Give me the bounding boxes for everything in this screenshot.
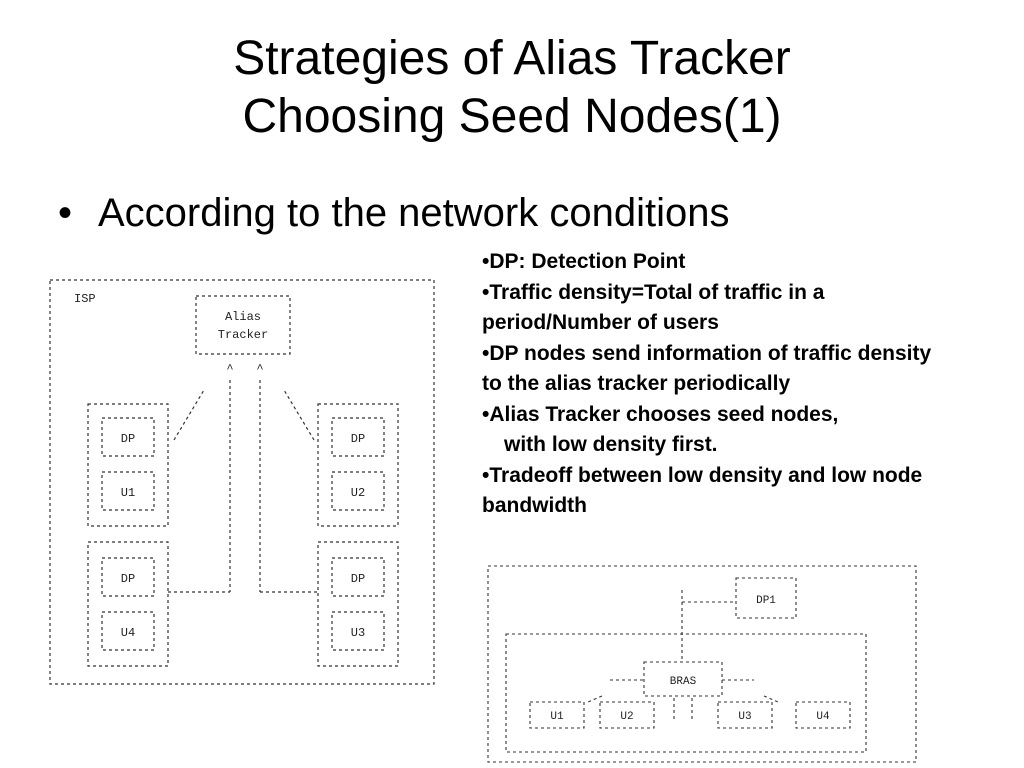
note-item: •Traffic density=Total of traffic in a p… [482, 278, 942, 339]
node-label: U2 [351, 486, 365, 500]
notes-list: •DP: Detection Point •Traffic density=To… [482, 247, 942, 522]
node-label: U4 [121, 626, 135, 640]
isp-label: ISP [74, 292, 96, 306]
user-label: U3 [738, 711, 751, 723]
bras-diagram-svg: DP1 BRAS U1 U2 U3 U4 [487, 565, 917, 763]
note-text: Alias Tracker chooses seed nodes, [489, 402, 839, 426]
node-label: U1 [121, 486, 135, 500]
node-label: U3 [351, 626, 365, 640]
note-text: DP: Detection Point [489, 250, 686, 273]
note-text: Tradeoff between low density and low nod… [482, 463, 923, 518]
note-text: Traffic density=Total of traffic in a pe… [482, 280, 825, 335]
user-label: U1 [550, 711, 564, 723]
note-item: •DP: Detection Point [482, 247, 942, 278]
note-text: DP nodes send information of traffic den… [482, 341, 932, 396]
tracker-label-line2: Tracker [218, 328, 268, 342]
user-label: U2 [620, 711, 633, 723]
svg-text:^: ^ [226, 362, 233, 376]
note-continuation: with low density first. [504, 433, 718, 456]
slide-title: Strategies of Alias Tracker Choosing See… [0, 30, 1024, 146]
note-item: •DP nodes send information of traffic de… [482, 339, 942, 400]
main-bullet: • According to the network conditions [58, 188, 729, 238]
note-item: •Alias Tracker chooses seed nodes, [482, 400, 942, 431]
note-marker: • [482, 250, 490, 273]
node-label: DP [351, 572, 365, 586]
node-label: DP [121, 432, 135, 446]
dp1-label: DP1 [756, 595, 776, 607]
user-label: U4 [816, 711, 830, 723]
bullet-marker: • [58, 191, 73, 235]
node-label: DP [351, 432, 365, 446]
svg-text:^: ^ [256, 362, 263, 376]
isp-network-diagram: ^ ^ ISP Alias Tracker DP U1 DP U2 DP U4 … [44, 272, 444, 692]
note-marker: • [482, 341, 490, 365]
node-label: DP [121, 572, 135, 586]
bras-network-diagram: DP1 BRAS U1 U2 U3 U4 [484, 560, 924, 766]
note-marker: • [482, 463, 490, 487]
title-line-2: Choosing Seed Nodes(1) [242, 90, 782, 143]
bullet-text: According to the network conditions [98, 191, 730, 235]
isp-diagram-svg: ^ ^ ISP Alias Tracker DP U1 DP U2 DP U4 … [49, 279, 435, 685]
tracker-label-line1: Alias [225, 310, 261, 324]
note-item: •Tradeoff between low density and low no… [482, 461, 942, 522]
note-marker: • [482, 280, 490, 304]
title-line-1: Strategies of Alias Tracker [233, 32, 791, 85]
note-marker: • [482, 402, 490, 426]
bras-label: BRAS [670, 676, 697, 688]
